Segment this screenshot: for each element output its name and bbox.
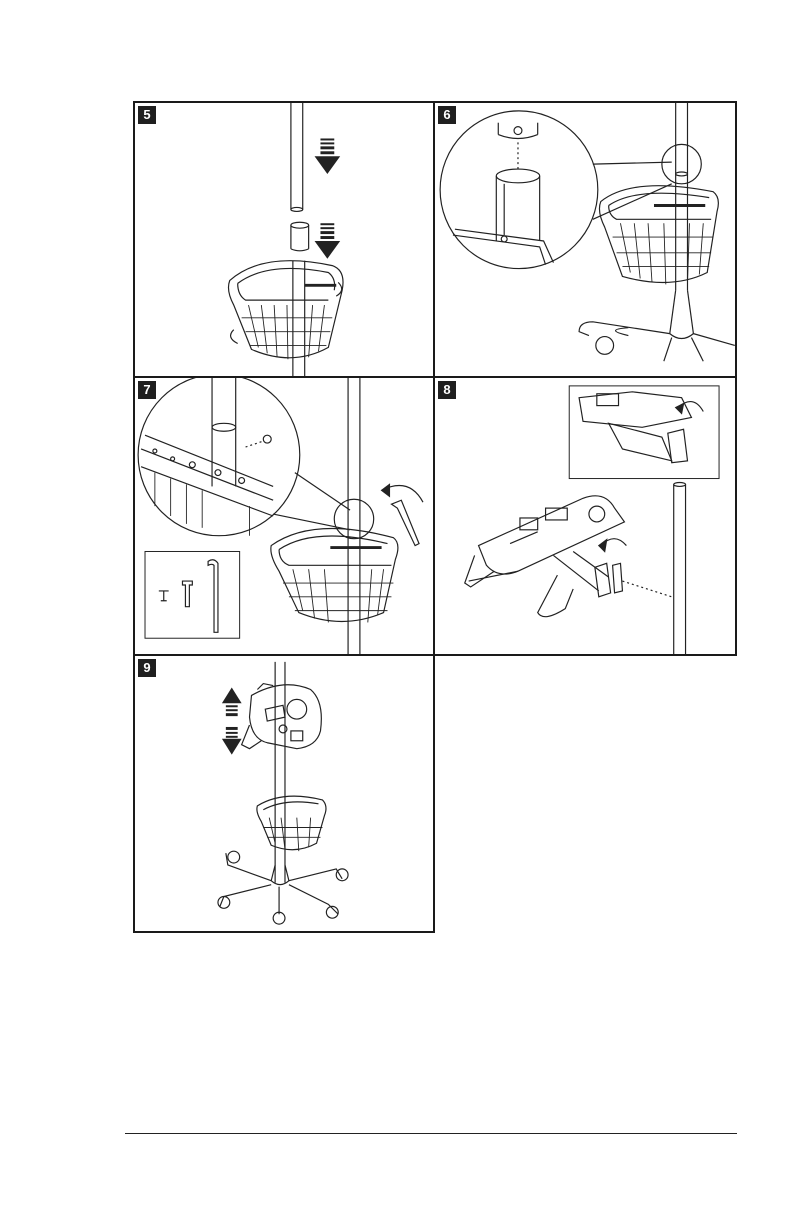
footer-rule bbox=[125, 1133, 737, 1134]
assembly-steps-grid: 5 bbox=[133, 101, 737, 933]
step-7-illustration bbox=[135, 378, 433, 654]
step-9-number: 9 bbox=[138, 659, 156, 677]
step-9-panel: 9 bbox=[133, 654, 435, 933]
step-8-panel: 8 bbox=[433, 376, 737, 656]
step-7-panel: 7 bbox=[133, 376, 435, 656]
step-5-number: 5 bbox=[138, 106, 156, 124]
step-5-panel: 5 bbox=[133, 101, 435, 378]
step-8-illustration bbox=[435, 378, 735, 654]
step-6-number: 6 bbox=[438, 106, 456, 124]
step-6-panel: 6 bbox=[433, 101, 737, 378]
step-5-illustration bbox=[135, 103, 433, 376]
step-7-number: 7 bbox=[138, 381, 156, 399]
step-9-illustration bbox=[135, 656, 433, 931]
step-6-illustration bbox=[435, 103, 735, 376]
step-8-number: 8 bbox=[438, 381, 456, 399]
